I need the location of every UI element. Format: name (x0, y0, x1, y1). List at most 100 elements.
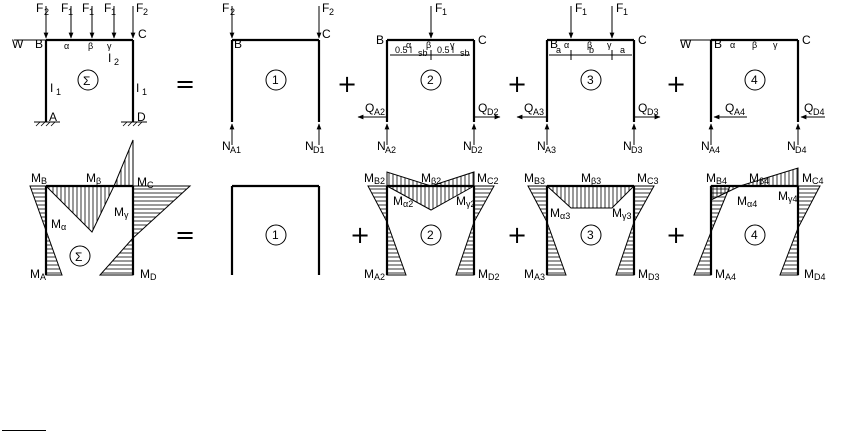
node-c: C (322, 27, 331, 41)
moment-label-mbeta2: M (421, 171, 431, 185)
frame-case-3 (516, 6, 661, 145)
node-d: D (137, 110, 146, 124)
dimension-half-span-left: 0.5 l (395, 45, 412, 55)
moment-label-mgamma4: M (778, 189, 788, 203)
moment-label-mb4: M (706, 171, 716, 185)
moment-label-mbeta3: M (581, 171, 591, 185)
svg-text:γ2: γ2 (466, 199, 476, 209)
moment-label-malpha4: M (737, 194, 747, 208)
svg-text:sb: sb (418, 48, 428, 58)
svg-text:sb: sb (460, 48, 470, 58)
moment-label-mgamma: M (114, 205, 124, 219)
svg-text:2: 2 (44, 7, 49, 17)
point-alpha: α (730, 40, 735, 50)
svg-text:A3: A3 (545, 145, 556, 155)
moment-label-ma3: M (524, 267, 534, 281)
inertia-i1-right: I (136, 81, 139, 95)
point-gamma: γ (773, 40, 778, 50)
moment-diagram-case-4 (693, 167, 821, 276)
reaction-na2-label: N (377, 139, 386, 153)
reaction-nd3-label: N (623, 139, 632, 153)
point-beta: β (88, 41, 93, 51)
plus-sign: + (507, 221, 527, 249)
moment-diagram-case-3 (527, 184, 655, 276)
point-gamma: γ (107, 41, 112, 51)
circle-2 (420, 224, 442, 246)
label-f2: F (322, 1, 329, 15)
svg-text:B: B (41, 176, 47, 186)
reaction-qa3-label: Q (524, 101, 533, 115)
reaction-na4-label: N (701, 139, 710, 153)
circle-1-label: 1 (272, 73, 279, 87)
moment-label-mc: M (137, 175, 147, 189)
moment-label-malpha2: M (393, 194, 403, 208)
svg-text:α4: α4 (747, 199, 757, 209)
node-b: B (714, 37, 722, 51)
moment-label-mb3: M (524, 171, 534, 185)
svg-text:2: 2 (230, 7, 235, 17)
node-c: C (802, 33, 811, 47)
reaction-qa4-label: Q (725, 101, 734, 115)
dimension-b: b (589, 45, 594, 55)
svg-text:1: 1 (111, 7, 116, 17)
label-f2: F (222, 1, 229, 15)
circle-1-label: 1 (272, 228, 279, 242)
svg-text:D1: D1 (313, 145, 325, 155)
svg-text:C4: C4 (812, 176, 824, 186)
svg-text:A3: A3 (533, 107, 544, 117)
node-b: B (550, 37, 558, 51)
moment-label-mb2: M (364, 171, 374, 185)
reaction-nd4-label: N (787, 139, 796, 153)
circle-sum (77, 69, 99, 91)
circle-3-label: 3 (587, 228, 594, 242)
label-f1: F (575, 1, 582, 15)
moment-label-md: M (140, 267, 150, 281)
node-c: C (638, 33, 647, 47)
svg-text:2: 2 (114, 57, 119, 67)
fixed-support-d (121, 121, 147, 127)
point-gamma: γ (607, 40, 612, 50)
svg-text:D2: D2 (488, 272, 500, 282)
svg-text:C: C (147, 180, 154, 190)
point-beta: β (426, 40, 431, 50)
circle-4-label: 4 (751, 228, 758, 242)
moment-diagram-sum (29, 139, 192, 276)
svg-text:A4: A4 (725, 272, 736, 282)
svg-text:C3: C3 (647, 176, 659, 186)
moment-label-ma: M (30, 267, 40, 281)
circle-sum-label: Σ (75, 250, 82, 264)
circle-1 (265, 69, 287, 91)
svg-text:A: A (40, 272, 46, 282)
svg-text:A4: A4 (709, 145, 720, 155)
moment-label-mgamma2: M (456, 194, 466, 208)
label-f1: F (61, 1, 68, 15)
svg-text:α2: α2 (403, 199, 413, 209)
moment-label-md3: M (638, 267, 648, 281)
dimension-a-left: a (556, 45, 561, 55)
label-f1: F (104, 1, 111, 15)
svg-text:D3: D3 (647, 107, 659, 117)
circle-3 (580, 224, 602, 246)
svg-text:γ: γ (124, 210, 129, 220)
moment-label-mbeta: M (86, 171, 96, 185)
label-f1: F (82, 1, 89, 15)
circle-4-label: 4 (751, 73, 758, 87)
circle-3 (580, 69, 602, 91)
svg-text:B3: B3 (534, 176, 545, 186)
circle-2-label: 2 (427, 228, 434, 242)
label-f1: F (435, 1, 442, 15)
label-w: W (12, 37, 24, 51)
svg-text:1: 1 (582, 7, 587, 17)
reaction-qd4-label: Q (804, 101, 813, 115)
plus-sign: + (350, 221, 370, 249)
moment-label-ma2: M (364, 267, 374, 281)
moment-label-mc4: M (802, 171, 812, 185)
moment-label-mb: M (31, 171, 41, 185)
moment-label-mc3: M (637, 171, 647, 185)
svg-text:D2: D2 (487, 107, 499, 117)
svg-text:β: β (96, 176, 101, 186)
point-beta: β (587, 40, 592, 50)
svg-text:B4: B4 (716, 176, 727, 186)
svg-text:D2: D2 (471, 145, 483, 155)
